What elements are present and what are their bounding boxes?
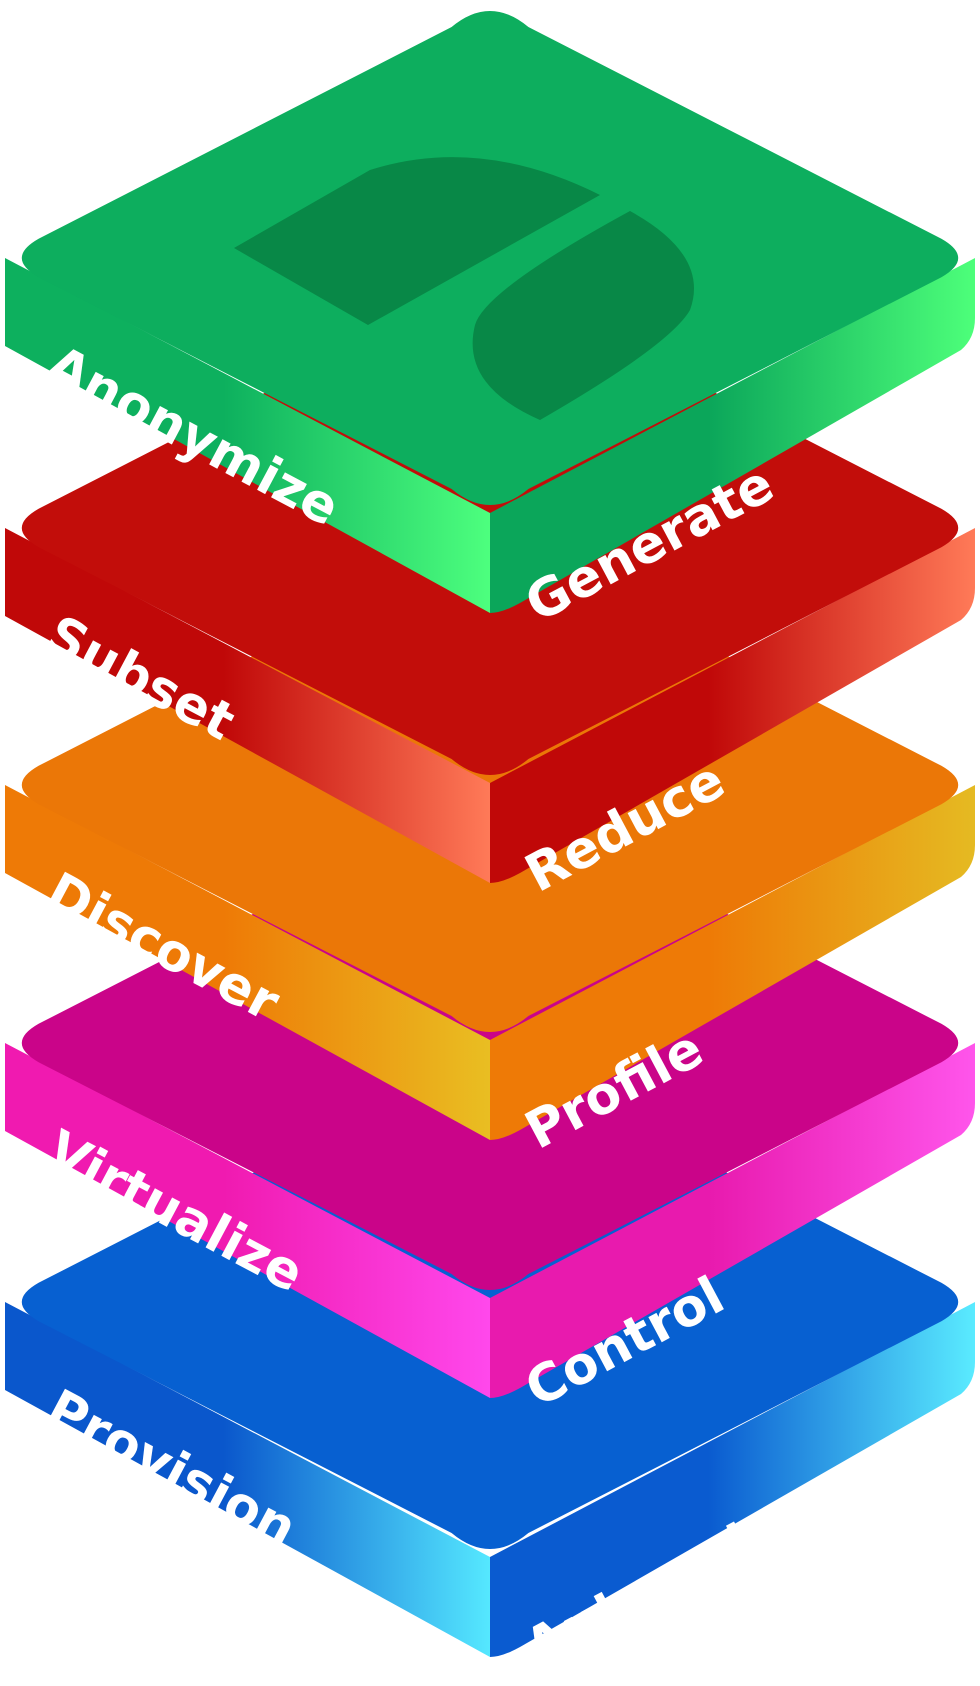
layer-magenta-right-face: [490, 1043, 975, 1398]
layer-red-left-face: [5, 528, 490, 883]
layer-green-top-face: [21, 11, 959, 505]
layer-magenta-left-face: [5, 1043, 490, 1398]
logo-mark-left: [234, 157, 600, 325]
layer-orange-right-face: [490, 785, 975, 1140]
layer-orange-left-face: [5, 785, 490, 1140]
layer-red-right-face: [490, 528, 975, 883]
layer-blue-left-face: [5, 1302, 490, 1657]
layer-blue-right-face: [490, 1302, 975, 1657]
layer-green-left-face: [5, 258, 490, 613]
layer-green-right-face: [490, 258, 975, 613]
logo-mark-right: [472, 211, 694, 420]
